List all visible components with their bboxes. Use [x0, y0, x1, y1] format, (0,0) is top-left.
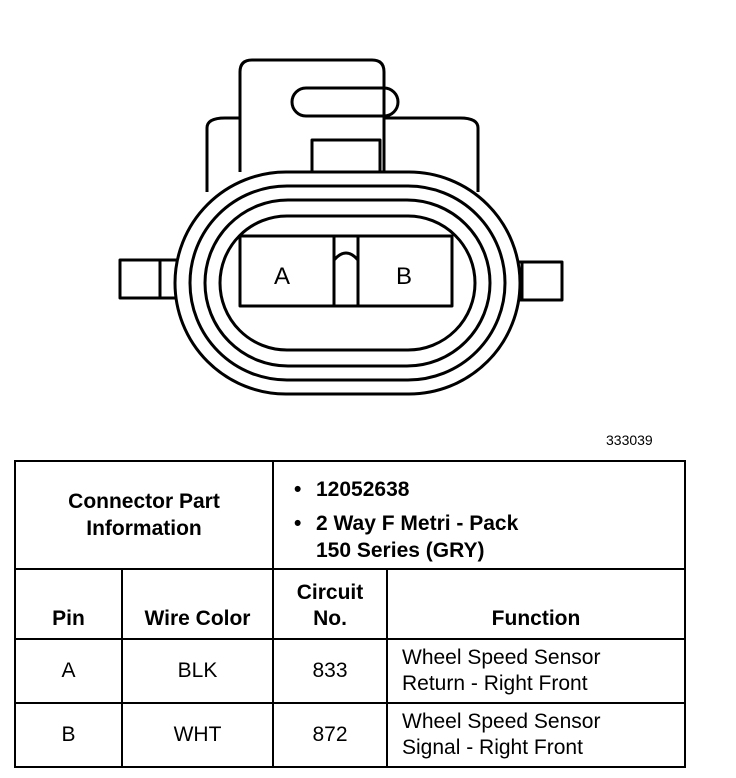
- description-line1: 2 Way F Metri - Pack: [316, 512, 519, 535]
- row-pin: A: [14, 638, 123, 704]
- column-header-function: Function: [385, 568, 687, 640]
- part-info-value-cell: • 12052638 • 2 Way F Metri - Pack 150 Se…: [271, 460, 687, 570]
- part-number-item: • 12052638: [294, 476, 684, 503]
- row-function: Wheel Speed Sensor Signal - Right Front: [385, 702, 687, 768]
- figure-id: 333039: [606, 432, 653, 448]
- row-wire-color: BLK: [121, 638, 274, 704]
- column-header-wire-color: Wire Color: [121, 568, 274, 640]
- row-circuit: 833: [272, 638, 388, 704]
- row-circuit: 872: [272, 702, 388, 768]
- description-line2: 150 Series (GRY): [316, 539, 485, 562]
- latch-arm: [205, 116, 480, 192]
- description-item: • 2 Way F Metri - Pack: [294, 510, 684, 537]
- row-wire-color: WHT: [121, 702, 274, 768]
- part-info-row: Connector Part Information • 12052638 • …: [14, 460, 687, 570]
- circuit-header-line1: Circuit: [296, 581, 364, 604]
- seal-ring-2: [203, 198, 492, 368]
- row-pin: B: [14, 702, 123, 768]
- bullet-icon: •: [294, 478, 302, 501]
- row-function: Wheel Speed Sensor Return - Right Front: [385, 638, 687, 704]
- part-info-label-line2: Information: [86, 517, 202, 540]
- center-key: [332, 251, 360, 262]
- latch-slot: [290, 86, 400, 118]
- table-row: A BLK 833 Wheel Speed Sensor Return - Ri…: [14, 638, 687, 704]
- column-header-circuit: Circuit No.: [272, 568, 388, 640]
- function-line2: Return - Right Front: [402, 672, 588, 695]
- seal-ring-3: [218, 214, 477, 352]
- function-line1: Wheel Speed Sensor: [402, 710, 601, 733]
- connector-info-table: Connector Part Information • 12052638 • …: [14, 460, 687, 768]
- table-row: B WHT 872 Wheel Speed Sensor Signal - Ri…: [14, 702, 687, 768]
- column-header-row: Pin Wire Color Circuit No. Function: [14, 568, 687, 640]
- part-info-label-line1: Connector Part: [68, 490, 220, 513]
- part-number: 12052638: [316, 478, 410, 501]
- column-header-pin: Pin: [14, 568, 123, 640]
- outer-shell: [173, 170, 522, 396]
- pin-b-label: B: [396, 263, 412, 290]
- latch-body: [238, 58, 386, 172]
- part-info-label-cell: Connector Part Information: [14, 460, 274, 570]
- connector-face-diagram: A B: [118, 58, 564, 396]
- seal-ring-1: [188, 184, 507, 382]
- function-line1: Wheel Speed Sensor: [402, 646, 601, 669]
- bullet-icon: •: [294, 512, 302, 535]
- pin-a-label: A: [274, 263, 290, 290]
- circuit-header-line2: No.: [313, 607, 347, 630]
- terminal-cavity: [238, 234, 454, 308]
- function-line2: Signal - Right Front: [402, 736, 583, 759]
